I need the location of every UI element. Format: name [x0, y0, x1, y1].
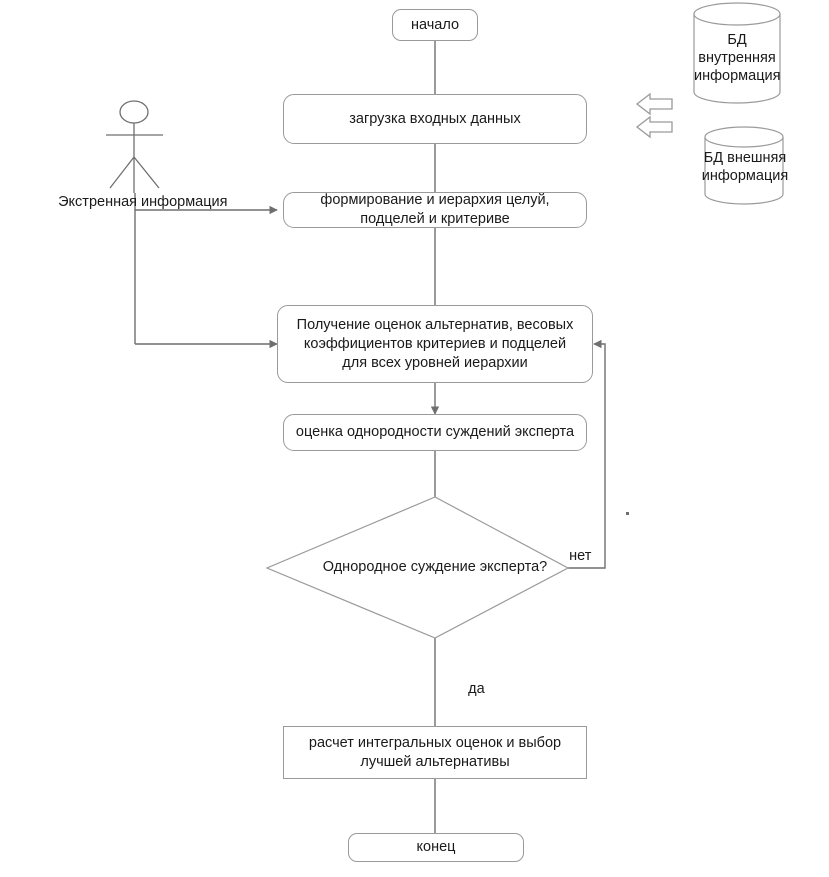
node-load-input-label: загрузка входных данных — [349, 110, 521, 127]
edge-label-yes-text: да — [468, 681, 485, 697]
edge-decision-no-feedback — [568, 339, 606, 569]
actor-label-text: Экстренная информация — [58, 194, 228, 210]
node-get-scores-line3: для всех уровней иерархии — [342, 354, 528, 371]
node-get-scores[interactable]: Получение оценок альтернатив, весовых ко… — [277, 305, 593, 383]
edge-label-yes: да — [452, 662, 485, 716]
node-start[interactable]: начало — [392, 9, 478, 41]
node-load-input[interactable]: загрузка входных данных — [283, 94, 587, 144]
node-hierarchy[interactable]: формирование и иерархия целуй, подцелей … — [283, 192, 587, 228]
node-decision-label: Однородное суждение эксперта? — [322, 559, 548, 575]
node-get-scores-line1: Получение оценок альтернатив, весовых — [296, 316, 574, 333]
node-decision-label-wrapper[interactable]: Однородное суждение эксперта? — [285, 559, 585, 575]
actor-figure-icon — [106, 100, 163, 193]
node-integral-line1: расчет интегральных оценок и выбор — [308, 734, 562, 751]
double-left-arrow-icon — [635, 92, 673, 139]
node-start-label: начало — [410, 16, 460, 33]
node-get-scores-line2: коэффициентов критериев и подцелей — [303, 335, 567, 352]
decision-diamond-shape — [265, 496, 570, 639]
actor-label: Экстренная информация — [42, 175, 228, 229]
node-integral[interactable]: расчет интегральных оценок и выбор лучше… — [283, 726, 587, 779]
node-consistency[interactable]: оценка однородности суждений эксперта — [283, 414, 587, 451]
node-consistency-label: оценка однородности суждений эксперта — [295, 424, 575, 440]
node-end-label: конец — [416, 839, 456, 855]
edge-label-no-text: нет — [569, 548, 592, 564]
database-cylinder-1 — [693, 2, 781, 104]
node-hierarchy-line1: формирование и иерархия целуй, — [320, 192, 550, 208]
node-end[interactable]: конец — [348, 833, 524, 862]
database-cylinder-2 — [704, 126, 784, 205]
stray-dot-artifact — [626, 512, 629, 515]
node-integral-line2: лучшей альтернативы — [360, 753, 510, 770]
node-hierarchy-line2: подцелей и критериве — [360, 211, 510, 227]
edge-label-no: нет — [553, 529, 591, 583]
